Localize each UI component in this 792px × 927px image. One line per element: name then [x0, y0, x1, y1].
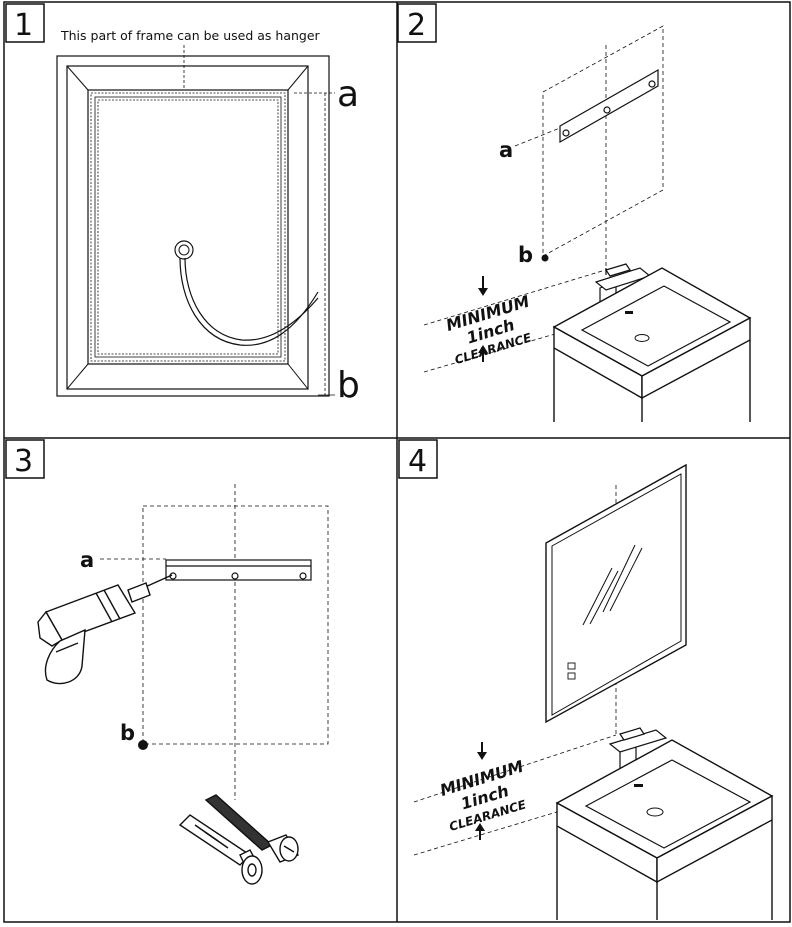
sink-vanity — [555, 739, 774, 920]
panel-4: 4 MINIMUM 1inch CLEARANCE — [398, 439, 774, 920]
hanger-caption: This part of frame can be used as hanger — [60, 28, 321, 43]
label-b: b — [337, 365, 360, 406]
panel-grid — [3, 1, 791, 923]
panel-2: 2 a b MINIMUM 1inch CLEARANCE — [397, 3, 752, 422]
step-number: 1 — [14, 8, 33, 43]
step-number-box — [398, 439, 438, 479]
power-cord — [174, 240, 319, 346]
hanger-bracket — [165, 559, 312, 581]
clearance-lines — [423, 267, 613, 373]
height-dimension — [294, 92, 335, 396]
step-number-box — [397, 3, 437, 43]
label-b: b — [120, 721, 135, 745]
point-b-marker — [541, 254, 549, 262]
step-number: 3 — [14, 444, 33, 479]
mounting-outline — [100, 484, 329, 800]
hanger-bracket — [559, 68, 659, 144]
step-number-box — [5, 3, 45, 43]
step-number: 2 — [407, 8, 426, 43]
label-a: a — [80, 548, 94, 572]
label-b: b — [518, 243, 533, 267]
mirror-frame — [56, 55, 330, 397]
wall-outline — [514, 25, 664, 272]
panel-3: 3 a b — [5, 439, 329, 885]
step-number-box — [5, 439, 45, 479]
sink-vanity — [552, 267, 752, 422]
label-a: a — [337, 74, 359, 115]
drill-icon — [37, 574, 173, 685]
clearance-lines — [413, 734, 617, 856]
panel-1: 1 This part of frame can be used as hang… — [5, 3, 360, 406]
label-a: a — [499, 138, 513, 162]
step-number: 4 — [408, 444, 427, 479]
mounted-mirror — [545, 463, 687, 724]
point-b-marker — [138, 740, 148, 750]
anchor-and-screw-icon — [178, 794, 300, 885]
